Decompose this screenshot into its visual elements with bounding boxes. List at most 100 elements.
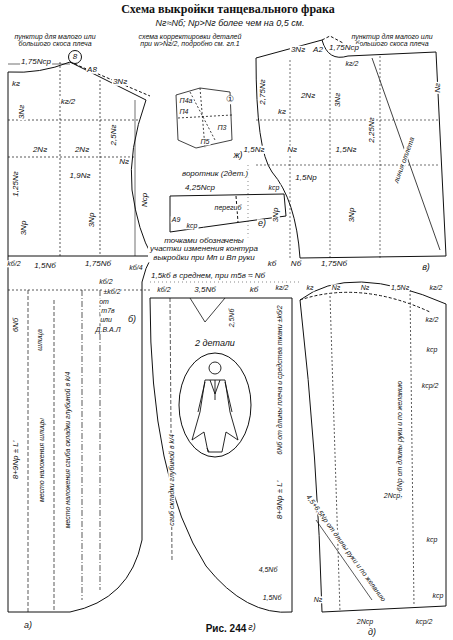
dimension-label: 1,9Nг (69, 172, 92, 180)
dimension-vertical: 3Nр (20, 220, 28, 237)
dimension-vertical: 3Nр (272, 207, 280, 224)
dimension-label: пунктир для малого или большого скоса пл… (7, 33, 104, 48)
dimension-label: 1,75Nср (20, 58, 52, 66)
dimension-label: ① (225, 95, 235, 104)
dimension-label: 4,25Nср (184, 184, 216, 192)
dimension-label: 8 (72, 53, 78, 61)
back-tail-piece (8, 256, 152, 612)
dimension-label: 2Nг (300, 92, 316, 100)
dimension-label: kср (186, 222, 199, 229)
dimension-label: Nг (360, 284, 371, 291)
dimension-label: 1,75Nб (84, 260, 112, 268)
dimension-label: kг/2 (345, 60, 360, 67)
dimension-vertical: 4,5+6,5Nр от длины руки и по желанию (304, 492, 387, 603)
dimension-vertical: 6Nб (12, 317, 20, 334)
dimension-label: Nг (286, 146, 298, 154)
dimension-label: а) (23, 621, 33, 630)
dimension-vertical: 2,5Nг (110, 124, 118, 147)
dimension-label: 1,5Nг (335, 146, 358, 154)
dimension-label: kб (249, 286, 260, 294)
dimension-label: от (98, 298, 110, 305)
dimension-label: 1,5Nб (33, 262, 56, 270)
dimension-label: kср/2 (421, 382, 440, 389)
dimension-label: kг/2 (429, 284, 444, 291)
dimension-label: 2Nг (74, 146, 90, 154)
dimension-label: kб/2 (6, 260, 21, 267)
dimension-vertical: сгиб складки глубиной в k/4 (168, 433, 175, 527)
back-piece (8, 51, 152, 257)
dimension-label: kг (277, 108, 287, 116)
collar-piece (170, 194, 286, 232)
dimension-vertical: 3Nр (348, 207, 356, 224)
dimension-vertical: 3Nг (18, 104, 26, 120)
dimension-vertical: место наложения сгиба складки глубиной в… (64, 371, 71, 530)
dimension-label: А8 (86, 66, 98, 74)
dimension-label: kг/2 (425, 316, 440, 323)
dimension-vertical: 8+9Nр ± L' (276, 480, 284, 521)
dimension-label: 1,5Nг (390, 284, 410, 291)
dimension-label: 3,5Nб (193, 286, 216, 294)
dimension-vertical: шлица (36, 328, 43, 352)
dimension-label: kг/2 (275, 284, 290, 291)
dimension-label: kср/2 (415, 618, 434, 625)
dimension-label: 1,5Nр (294, 174, 317, 182)
dimension-label: kб/4 (128, 264, 143, 271)
dimension-label: 2Nср (383, 492, 401, 499)
dimension-label: Д.В.А.Л (95, 326, 122, 333)
dimension-label: 1,5kб в среднем, при т5в ≈ Nб (147, 272, 269, 280)
dimension-label: е) (257, 219, 267, 228)
dimension-label: П3 (217, 124, 228, 131)
dimension-label: точками обозначены участки изменения кон… (148, 237, 260, 262)
dimension-label: А9 (171, 216, 182, 223)
correction-scheme (176, 88, 232, 148)
dimension-label: kг/2 (60, 98, 77, 106)
diagram-title: Схема выкройки танцевального фрака (121, 2, 335, 17)
dimension-vertical: линия отлета (392, 135, 416, 185)
dimension-label: Nб (290, 260, 302, 268)
dimension-vertical: 2,75Nг (259, 78, 267, 105)
dimension-label: 2Nср (356, 618, 374, 625)
dimension-label: kср (432, 592, 445, 599)
dimension-vertical: Nср (141, 192, 149, 208)
front-piece (256, 36, 446, 258)
dimension-label: kср (426, 536, 439, 543)
dimension-label: г) (247, 623, 256, 632)
dimension-label: kг (306, 284, 315, 291)
dimension-label: 2Nг (32, 146, 48, 154)
dimension-label: П4а (179, 97, 194, 104)
dimension-vertical: 2,25Nг (368, 116, 376, 143)
dimension-label: П5 (200, 138, 211, 145)
dimension-vertical: 1,25Nг (12, 170, 20, 197)
dimension-label: воротник (2дет.) (181, 170, 249, 178)
dimension-label: Nг≈Nб; Nр>Nг более чем на 0,5 см. (155, 19, 306, 28)
dimension-label: kср (268, 184, 281, 191)
dimension-vertical: 3Nг (334, 92, 342, 108)
dimension-vertical: 3Nр (88, 212, 96, 229)
dimension-label: А2 (312, 46, 324, 54)
dimension-vertical: 4+6Nр от длины руки и по желанию (396, 380, 403, 500)
dimension-label: kг (11, 80, 21, 88)
dimension-label: 2 детали (194, 339, 236, 348)
dimension-label: б) (127, 315, 137, 324)
dimension-label: Nг (331, 284, 342, 291)
dimension-label: ±kб/2 (102, 288, 121, 295)
dimension-label: 3Nг (112, 78, 128, 86)
figure-caption: Рис. 244 (206, 623, 247, 634)
sleeve-piece (300, 282, 446, 612)
dimension-label: kср (426, 346, 439, 353)
dimension-label: в) (421, 263, 431, 272)
dimension-label: kб (267, 260, 278, 268)
dimension-vertical: 2,5Nб (228, 308, 235, 329)
dimension-vertical: Nг (434, 82, 442, 94)
dimension-label: 3Nг (290, 46, 306, 54)
front-tail-piece (150, 298, 292, 612)
dimension-label: перегиб (214, 204, 243, 211)
dimension-label: схема корректировки деталей при w>Nг/2, … (134, 33, 246, 48)
dimension-label: д) (367, 629, 377, 638)
dimension-label: kб/2 (156, 286, 171, 293)
dimension-label: 1,5Nг (243, 146, 266, 154)
dimension-label: 4,5Nб (258, 566, 279, 573)
dimension-vertical: 6Nб от длины плеча и средства ткани ±kб/… (276, 304, 283, 455)
dimension-vertical: 8+9Nр ± L' (12, 440, 20, 481)
dimension-label: Nг (313, 596, 324, 603)
